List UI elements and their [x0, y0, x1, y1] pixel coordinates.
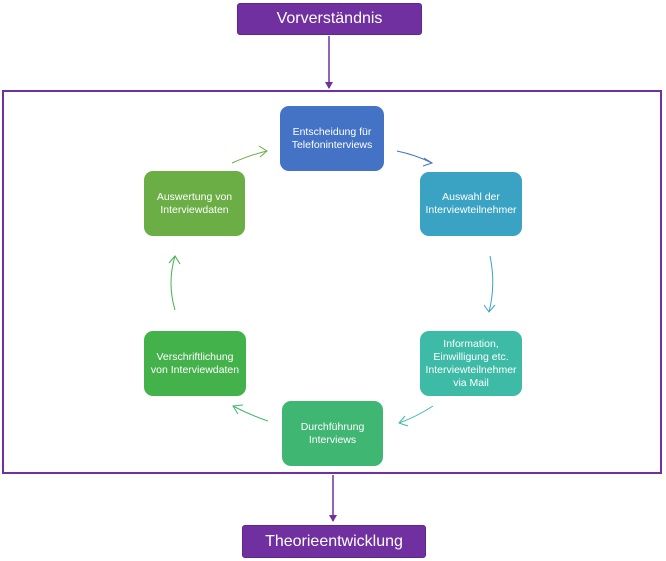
step-transcription: Verschriftlichung von Interviewdaten	[144, 331, 246, 396]
step-selection: Auswahl der Interviewteilnehmer	[420, 172, 522, 236]
cycle-arrow-4	[232, 404, 269, 422]
step-decision: Entscheidung für Telefoninterviews	[280, 106, 384, 171]
step-execution-label: Durchführung Interviews	[300, 420, 365, 446]
bottom-box: Theorieentwicklung	[242, 525, 426, 558]
cycle-arrow-2	[483, 255, 496, 313]
step-information-label: Information, Einwilligung etc. Interview…	[425, 337, 517, 389]
cycle-arrow-5	[168, 255, 181, 311]
cycle-arrow-6	[231, 145, 268, 164]
top-label: Vorverständnis	[276, 10, 383, 27]
step-transcription-label: Verschriftlichung von Interviewdaten	[150, 350, 240, 376]
step-selection-label: Auswahl der Interviewteilnehmer	[425, 191, 517, 216]
step-evaluation: Auswertung von Interviewdaten	[144, 171, 245, 236]
top-box: Vorverständnis	[237, 3, 422, 35]
step-execution: Durchführung Interviews	[282, 401, 383, 466]
process-frame	[2, 90, 662, 474]
bottom-label: Theorieentwicklung	[265, 532, 403, 550]
step-decision-label: Entscheidung für Telefoninterviews	[291, 125, 373, 151]
cycle-arrow-3	[398, 405, 434, 427]
step-information: Information, Einwilligung etc. Interview…	[420, 331, 522, 396]
step-evaluation-label: Auswertung von Interviewdaten	[156, 190, 233, 216]
cycle-arrow-1	[396, 150, 434, 167]
